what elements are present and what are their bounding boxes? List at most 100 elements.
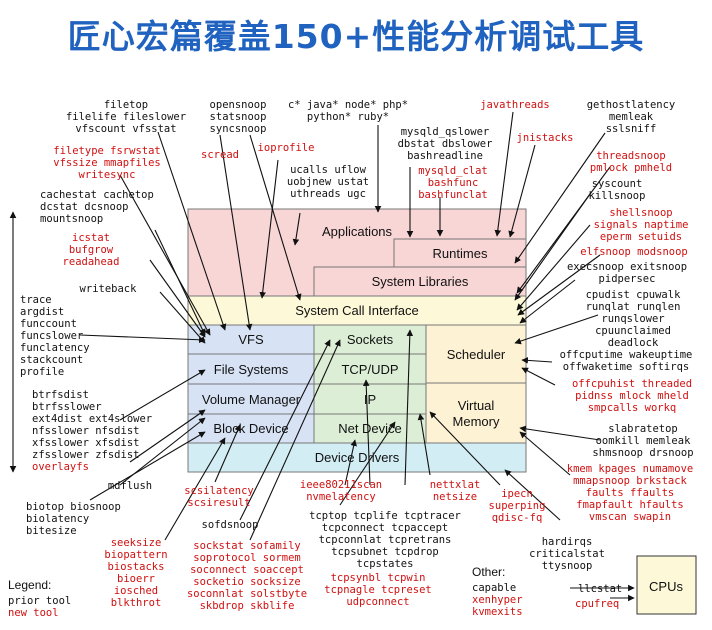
tools-mdflush: mdflush <box>108 480 152 492</box>
tool-line: pidnss mlock mheld <box>575 390 689 402</box>
scheduler-label: Scheduler <box>447 347 506 362</box>
tool-line: cachestat cachetop <box>40 189 154 201</box>
vfs-label: VFS <box>238 332 264 347</box>
sockets-label: Sockets <box>347 332 394 347</box>
tool-line: blkthrot <box>111 597 162 609</box>
tool-line: tcpsynbl tcpwin <box>331 572 426 584</box>
tool-line: biostacks <box>108 561 165 573</box>
tool-line: ioprofile <box>258 142 315 154</box>
tool-line: deadlock <box>608 337 659 349</box>
tool-line: jnistacks <box>517 132 574 144</box>
tool-line: socketio socksize <box>193 576 300 588</box>
tool-line: vfssize mmapfiles <box>53 157 160 169</box>
tool-line: bioerr <box>117 573 155 585</box>
tools-languages: c* java* node* php*python* ruby* <box>288 99 408 123</box>
tool-line: skbdrop skblife <box>200 600 295 612</box>
tool-line: nettxlat <box>430 479 481 491</box>
tool-line: superping <box>489 500 546 512</box>
tool-line: bashfunclat <box>418 189 488 201</box>
tool-line: filelife fileslower <box>66 111 186 123</box>
tool-line: mysqld_clat <box>418 165 488 177</box>
tool-line: killsnoop <box>589 190 646 202</box>
arrows <box>79 111 635 602</box>
tools-scread: scread <box>201 149 239 161</box>
tool-line: mdflush <box>108 480 152 492</box>
tool-line: trace <box>20 294 52 306</box>
tool-line: tcpsubnet tcpdrop <box>331 546 438 558</box>
tool-line: syncsnoop <box>210 123 267 135</box>
tool-line: sockstat sofamily <box>193 540 300 552</box>
tool-line: mmapsnoop brkstack <box>573 475 687 487</box>
tool-line: biolatency <box>26 513 89 525</box>
tool-line: xfsslower xfsdist <box>32 437 139 449</box>
tool-line: oomkill memleak <box>596 435 692 447</box>
tools-cpufreq: cpufreq <box>575 598 619 610</box>
runtimes-label: Runtimes <box>433 246 488 261</box>
tool-line: bufgrow <box>69 244 114 256</box>
legend-title: Legend: <box>8 578 51 592</box>
tool-line: cpuunclaimed <box>595 325 671 337</box>
virtual-label: Virtual <box>458 398 495 413</box>
tool-line: scsiresult <box>187 497 250 509</box>
tool-line: nvmelatency <box>306 491 376 503</box>
tool-line: dbstat dbslower <box>398 138 493 150</box>
tool-line: biotop biosnoop <box>26 501 121 513</box>
tool-line: netsize <box>433 491 477 503</box>
tool-line: opensnoop <box>210 99 267 111</box>
tool-line: writesync <box>79 169 136 181</box>
tools-other-prior: capable <box>472 582 516 594</box>
tool-line: cpudist cpuwalk <box>586 289 682 301</box>
page-title: 匠心宏篇覆盖150+性能分析调试工具 <box>67 17 645 56</box>
tool-line: readahead <box>63 256 120 268</box>
tool-line: xenhyper <box>472 594 523 606</box>
tool-line: qdisc-fq <box>492 512 543 524</box>
tool-line: memleak <box>609 111 654 123</box>
memory-label: Memory <box>453 414 500 429</box>
tool-line: btrfsdist <box>32 389 89 401</box>
tool-line: mountsnoop <box>40 213 103 225</box>
ip-label: IP <box>364 392 376 407</box>
tool-line: profile <box>20 366 64 378</box>
tool-line: javathreads <box>480 99 550 111</box>
runtimes-layer <box>393 238 527 268</box>
tool-line: filetype fsrwstat <box>53 145 160 157</box>
system-libraries-label: System Libraries <box>372 274 469 289</box>
tool-line: uthreads ugc <box>290 188 366 200</box>
tool-line: filetop <box>104 99 148 111</box>
tools-sofdsnoop: sofdsnoop <box>202 519 259 531</box>
tool-line: seeksize <box>111 537 162 549</box>
cpus-box <box>636 555 697 615</box>
tool-line: mysqld_qslower <box>401 126 490 138</box>
tool-line: udpconnect <box>346 596 409 608</box>
tool-line: zfsslower zfsdist <box>32 449 139 461</box>
tool-line: kmem kpages numamove <box>567 463 693 475</box>
tool-line: writeback <box>80 283 138 295</box>
tool-line: vmscan swapin <box>589 511 671 523</box>
tool-line: shellsnoop <box>609 207 672 219</box>
tool-line: smpcalls workq <box>588 402 677 414</box>
tools-llcstat: llcstat <box>578 583 622 595</box>
tool-line: iosched <box>114 585 158 597</box>
tool-line: icstat <box>72 232 110 244</box>
tool-line: scsilatency <box>184 485 254 497</box>
tool-line: eperm setuids <box>600 231 682 243</box>
